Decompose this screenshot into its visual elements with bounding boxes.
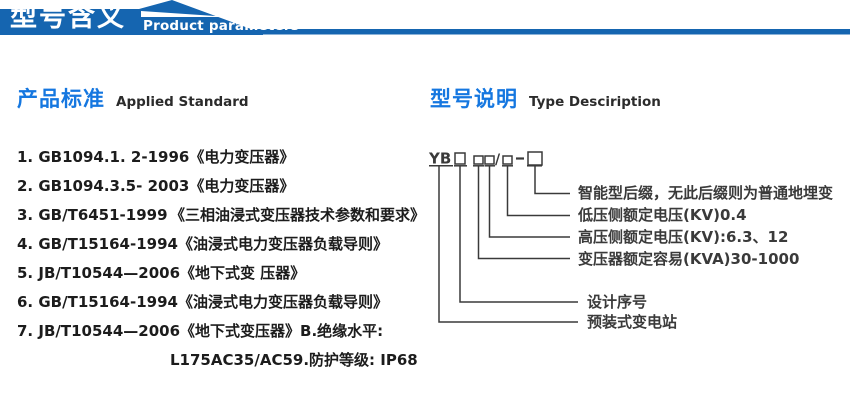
standard-title: 《三相油浸式变压器技术参数和要求》 (170, 206, 426, 224)
page-header-banner: 型号含义 Product parameters (0, 0, 850, 42)
list-item: 1. GB1094.1. 2-1996 《电力变压器》 (17, 143, 437, 172)
diagram-label-substation: 预装式变电站 (587, 313, 678, 331)
model-code-diagram: YB / (428, 150, 578, 323)
standard-title: 《油浸式电力变压器负载导则》 (177, 293, 388, 311)
code-box-lv (502, 155, 513, 165)
leader-line-capacity (477, 165, 570, 260)
list-item: 6. GB/T15164-1994 《油浸式电力变压器负载导则》 (17, 288, 437, 317)
type-description-heading-en: Type Desciription (529, 94, 661, 110)
leader-line-hv (488, 165, 570, 238)
model-code-prefix: YB (428, 150, 451, 168)
page-title: 型号含义 (10, 2, 126, 33)
diagram-label-hv-voltage: 高压侧额定电压(KV):6.3、12 (578, 228, 789, 246)
code-box-hv (484, 155, 495, 165)
type-description-heading: 型号说明 Type Desciription (430, 87, 661, 111)
standard-title: 《油浸式电力变压器负载导则》 (177, 235, 388, 253)
standard-code: 2. GB1094.3.5- 2003 (17, 177, 190, 195)
standard-code: 3. GB/T6451-1999 (17, 206, 168, 224)
type-description-heading-cn: 型号说明 (430, 87, 518, 111)
standard-title-continuation: L175AC35/AC59.防护等级: IP68 (170, 351, 418, 369)
leader-line-lv (506, 165, 570, 217)
banner-ribbon-body (0, 0, 263, 35)
code-box-design (454, 152, 466, 165)
list-item: 5. JB/T10544—2006 《地下式变 压器》 (17, 259, 437, 288)
leader-line-design (459, 165, 578, 303)
diagram-label-smart-suffix: 智能型后缀，无此后缀则为普通地埋变 (578, 184, 834, 202)
applied-standard-heading-en: Applied Standard (116, 94, 249, 110)
standard-code: 1. GB1094.1. 2-1996 (17, 148, 190, 166)
banner-underline-bar (0, 29, 850, 35)
standard-code: 7. JB/T10544—2006 (17, 322, 181, 340)
applied-standard-heading: 产品标准 Applied Standard (17, 87, 249, 111)
standard-code: 5. JB/T10544—2006 (17, 264, 181, 282)
standard-title: 《电力变压器》 (189, 148, 295, 166)
standards-list: 1. GB1094.1. 2-1996 《电力变压器》 2. GB1094.3.… (17, 143, 437, 375)
applied-standard-heading-cn: 产品标准 (17, 87, 105, 111)
leader-line-station (438, 165, 578, 323)
diagram-label-lv-voltage: 低压侧额定电压(KV)0.4 (578, 206, 747, 224)
standard-code: 6. GB/T15164-1994 (17, 293, 178, 311)
list-item: 3. GB/T6451-1999 《三相油浸式变压器技术参数和要求》 (17, 201, 437, 230)
code-slash: / (495, 152, 501, 168)
standard-code: 4. GB/T15164-1994 (17, 235, 178, 253)
standard-title: 《电力变压器》 (189, 177, 295, 195)
code-box-smart-suffix (527, 151, 543, 166)
list-item: 7. JB/T10544—2006 《地下式变压器》B.绝缘水平: (17, 317, 437, 346)
leader-line-smart-suffix (534, 165, 570, 195)
standard-title: 《地下式变压器》B.绝缘水平: (180, 322, 384, 340)
list-item: 2. GB1094.3.5- 2003 《电力变压器》 (17, 172, 437, 201)
standard-title: 《地下式变 压器》 (180, 264, 306, 282)
page-subtitle: Product parameters (143, 18, 299, 34)
diagram-label-design-no: 设计序号 (587, 293, 648, 311)
banner-ribbon-fold-notch (141, 11, 230, 17)
banner-ribbon-shape (0, 0, 850, 35)
list-item: 4. GB/T15164-1994 《油浸式电力变压器负载导则》 (17, 230, 437, 259)
code-box-capacity (473, 155, 484, 165)
diagram-label-capacity: 变压器额定容易(KVA)30-1000 (578, 250, 800, 268)
